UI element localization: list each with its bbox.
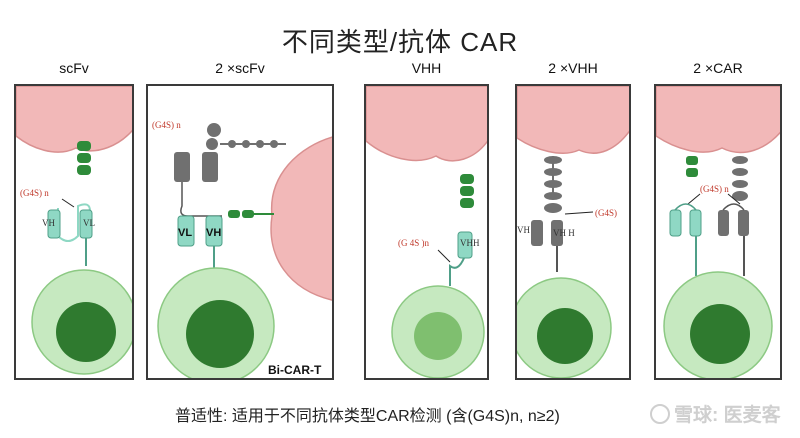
t-cell-nucleus [537,308,593,364]
tumor-cell [366,86,487,162]
panel-label-scfv: scFv [59,60,89,76]
linker [180,182,222,217]
vh-label: VH [517,225,530,235]
vh-label: VH [206,227,221,239]
panel-label-vhh: VHH [411,60,442,76]
antigen-domain [77,141,91,151]
antigen-domain [732,156,748,164]
antigen-domain [242,140,250,148]
watermark: 雪球: 医麦客 [650,400,781,427]
vh-domain [669,209,682,237]
antigen-domain [544,203,562,213]
caption: 普适性: 适用于不同抗体类型CAR检测 (含(G4S)n, n≥2) [175,408,560,425]
vh-domain [47,209,61,239]
vh-label: VH [42,218,55,228]
vl-domain [689,209,702,237]
pointer-arrow [687,193,701,205]
panel-label-2x-car: 2 ×CAR [693,60,743,76]
antigen-domain [460,186,474,196]
panel-2x-vhh: VH VH H (G4S) [515,84,631,380]
vl-domain-grey [174,152,190,182]
vl-label: VL [178,227,192,239]
antigen-domain [460,198,474,208]
antigen-domain [228,140,236,148]
linker-label: (G4S) n [152,120,181,130]
panel-vhh: VHH (G 4S )n [364,84,489,380]
linker [722,203,745,211]
vh-domain-grey [531,220,543,246]
vh-domain-grey [202,152,218,182]
panel-label-2x-scfv: 2 ×scFv [215,60,265,76]
panel-scfv: VH VL (G4S) n [14,84,134,380]
bi-car-t-label: Bi-CAR-T [268,363,322,377]
antigen-domain [732,168,748,176]
pointer-arrow [564,211,594,215]
watermark-text: 雪球: 医麦客 [674,405,781,426]
antigen-domain [460,174,474,184]
linker-label: (G4S) [595,208,617,218]
vl-domain [177,215,195,247]
linker [674,203,697,211]
t-cell-nucleus [186,300,254,368]
panel-label-2x-vhh: 2 ×VHH [548,60,598,76]
pointer-arrow [437,249,451,263]
antigen-domain [544,156,562,164]
tumor-cell [656,86,780,154]
watermark-logo-icon [650,404,670,424]
antigen-domain [544,168,562,176]
transmembrane [449,257,465,286]
linker [57,203,91,242]
vl-label: VL [83,218,95,228]
linker-label: (G 4S )n [398,238,429,248]
antigen-domain [256,140,264,148]
pointer-arrow [61,198,75,208]
vhh-label: VH H [553,228,575,238]
vh-domain-grey [718,210,729,236]
vhh-label: VHH [460,238,480,248]
vhh-domain [457,231,473,259]
antigen-domain [270,140,278,148]
tumor-cell [16,86,132,153]
antigen-domain [228,210,240,218]
panel-2x-car: (G4S) n [654,84,782,380]
t-cell-nucleus [690,304,750,364]
antigen-domain [544,192,562,200]
t-cell-nucleus [414,312,462,360]
antigen-domain [686,156,698,165]
antigen-domain [242,210,254,218]
antigen-domain [77,165,91,175]
t-cell-nucleus [56,302,116,362]
tumor-cell [270,136,332,301]
vhh-domain-grey [551,220,563,246]
pointer-arrow [727,193,741,205]
antigen-domain [207,123,221,137]
antigen-domain [686,168,698,177]
linker-label: (G4S) n [20,188,49,198]
antigen-domain [732,180,748,188]
antigen-domain [544,180,562,188]
antigen-domain [77,153,91,163]
linker-label: (G4S) n [700,184,729,194]
antigen-domain [206,138,218,150]
figure-title: 不同类型/抗体 CAR [281,27,519,57]
tumor-cell [517,86,629,154]
antigen-domain [732,191,748,201]
vl-domain-grey [738,210,749,236]
panel-2x-scfv: (G4S) n VL VH Bi-CAR-T [146,84,334,380]
